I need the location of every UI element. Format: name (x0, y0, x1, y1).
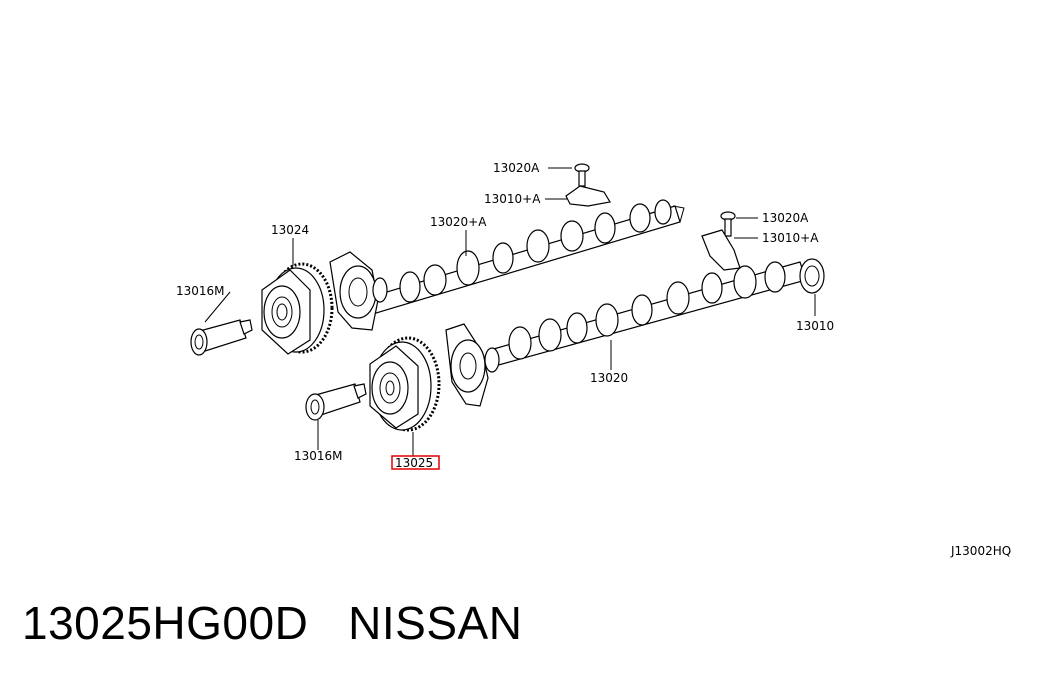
exhaust-camshaft (489, 261, 807, 367)
sprocket-13024 (261, 262, 334, 355)
label-13024: 13024 (271, 223, 309, 237)
part-caption: 13025HG00D NISSAN (22, 596, 522, 650)
bracket-13010a-right (701, 211, 741, 271)
label-13016m-left: 13016M (176, 284, 225, 298)
label-13010: 13010 (796, 319, 834, 333)
upper-cam-disc (329, 251, 388, 331)
lower-cam-disc (445, 323, 500, 407)
label-13020a-top: 13020A (493, 161, 540, 175)
brand-name: NISSAN (348, 597, 523, 649)
label-13020: 13020 (590, 371, 628, 385)
highlight-box-13025 (391, 455, 440, 470)
solenoid-13016m-left (190, 319, 253, 356)
label-13016m-bottom: 13016M (294, 449, 343, 463)
label-13010a-right: 13010+A (762, 231, 819, 245)
label-13010a-top: 13010+A (484, 192, 541, 206)
solenoid-13016m-bottom (305, 383, 367, 421)
bracket-13010a-top (565, 163, 611, 207)
leader-lines (204, 167, 816, 456)
diagram-reference-code: J13002HQ (950, 544, 1011, 558)
part-number: 13025HG00D (22, 597, 309, 649)
seal-13010 (799, 258, 825, 294)
label-13020a-mid: 13020+A (430, 215, 487, 229)
sprocket-13025 (369, 336, 441, 432)
label-13025[interactable]: 13025 (395, 456, 433, 470)
intake-camshaft (359, 199, 685, 317)
label-13020a-right: 13020A (762, 211, 809, 225)
